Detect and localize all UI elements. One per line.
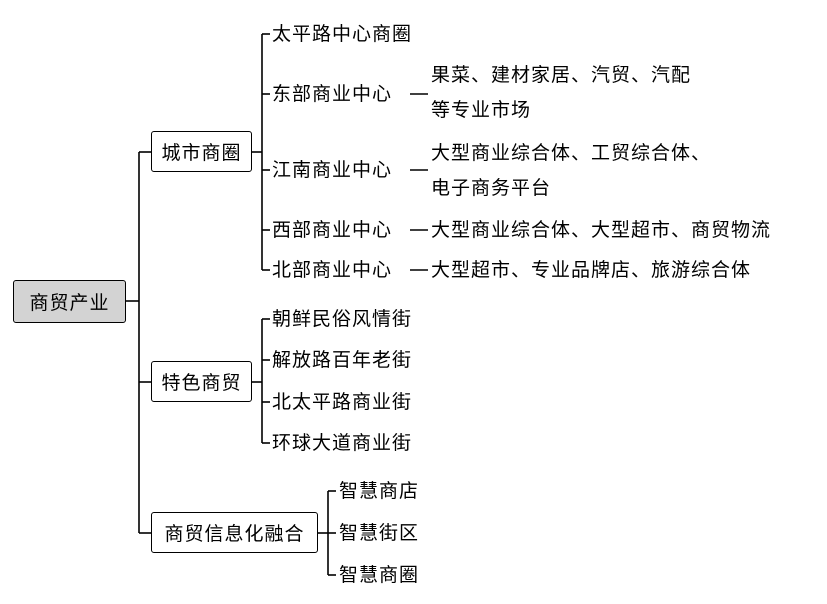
leaf-description: 大型商业综合体、工贸综合体、 (431, 142, 712, 164)
leaf-node: 智慧商店 (339, 480, 420, 502)
leaf-description: 电子商务平台 (431, 177, 552, 199)
leaf-node: 太平路中心商圈 (272, 23, 413, 45)
leaf-description: 果菜、建材家居、汽贸、汽配 (431, 64, 692, 86)
leaf-node: 江南商业中心 (272, 159, 393, 181)
leaf-node: 朝鲜民俗风情街 (272, 308, 413, 330)
leaf-node: 解放路百年老街 (272, 349, 413, 371)
leaf-node: 智慧商圈 (339, 564, 420, 586)
leaf-node: 西部商业中心 (272, 219, 393, 241)
leaf-node: 智慧街区 (339, 522, 420, 544)
branch-featured-commerce: 特色商贸 (151, 361, 252, 402)
branch-commerce-informatization: 商贸信息化融合 (151, 512, 318, 553)
root-node: 商贸产业 (13, 280, 126, 323)
branch-city-business-district: 城市商圈 (151, 131, 252, 172)
leaf-description: 大型商业综合体、大型超市、商贸物流 (431, 219, 772, 241)
leaf-node: 北太平路商业街 (272, 391, 413, 413)
branch-label: 城市商圈 (161, 142, 242, 164)
leaf-node: 环球大道商业街 (272, 432, 413, 454)
branch-label: 特色商贸 (161, 372, 242, 394)
root-label: 商贸产业 (29, 292, 110, 314)
leaf-node: 东部商业中心 (272, 83, 393, 105)
leaf-node: 北部商业中心 (272, 259, 393, 281)
leaf-description: 大型超市、专业品牌店、旅游综合体 (431, 259, 752, 281)
leaf-description: 等专业市场 (431, 99, 532, 121)
branch-label: 商贸信息化融合 (164, 523, 305, 545)
